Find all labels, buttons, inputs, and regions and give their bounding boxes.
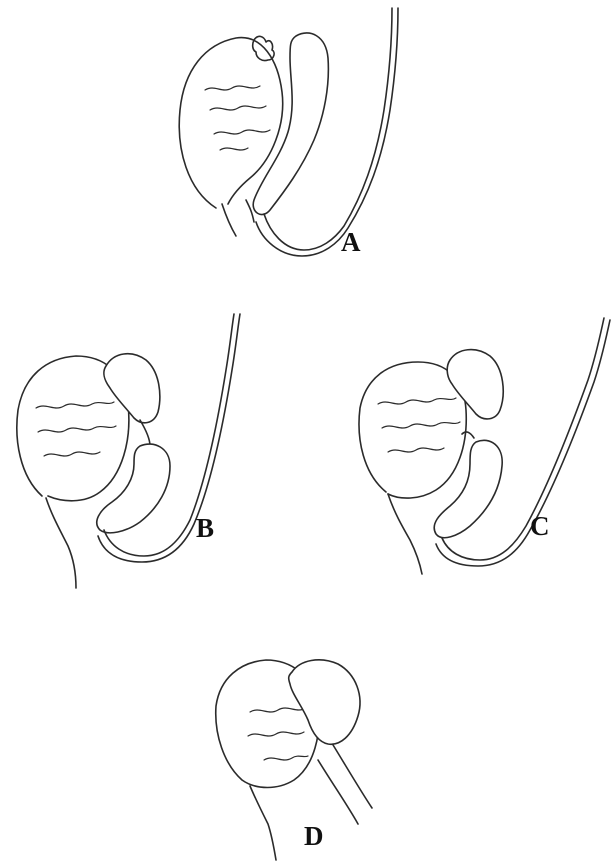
epididymis-tail-b xyxy=(97,444,170,533)
panel-label-d: D xyxy=(304,821,324,851)
spermatic-cord-b xyxy=(46,498,76,588)
epididymis-gap-c xyxy=(462,432,474,438)
spermatic-cord-c xyxy=(388,494,422,574)
epididymis-head-c xyxy=(447,350,503,419)
panel-b: B xyxy=(17,314,240,588)
panel-label-a: A xyxy=(341,227,361,257)
epididymis-head-b xyxy=(104,354,160,423)
panel-a: A xyxy=(179,8,398,257)
epididymis-d xyxy=(289,660,360,744)
panel-label-c: C xyxy=(530,511,550,541)
spermatic-cord-a xyxy=(222,200,254,236)
epididymis-connection-b xyxy=(140,420,150,446)
panel-label-b: B xyxy=(196,513,214,543)
panel-c: C xyxy=(359,318,610,574)
epididymis-tail-c xyxy=(434,440,502,537)
panel-d: D xyxy=(216,660,372,860)
vas-deferens-a xyxy=(256,8,398,256)
